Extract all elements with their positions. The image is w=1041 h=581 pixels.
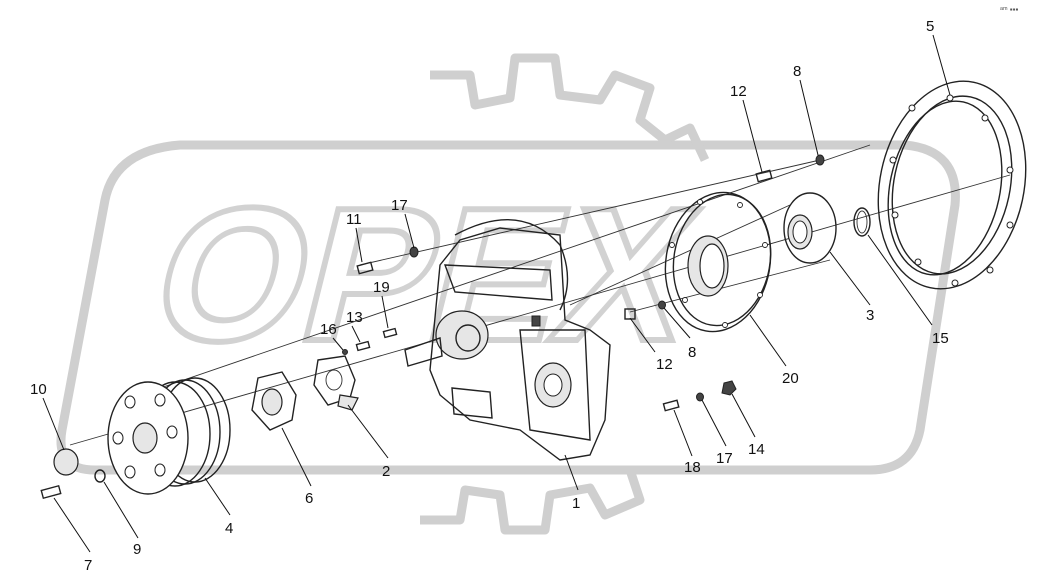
callout-18: 18: [684, 459, 701, 476]
drive-disc-part: [664, 191, 772, 333]
callout-8-mid: 8: [688, 344, 696, 361]
callout-4: 4: [225, 520, 233, 537]
callout-9: 9: [133, 541, 141, 558]
callout-5: 5: [926, 18, 934, 35]
callout-13: 13: [346, 309, 363, 326]
plate-part: [313, 355, 359, 411]
callout-14: 14: [748, 441, 765, 458]
callout-12-top: 12: [730, 83, 747, 100]
callout-2: 2: [382, 463, 390, 480]
callout-6: 6: [305, 490, 313, 507]
svg-text:OPEX: OPEX: [135, 168, 716, 381]
callout-1: 1: [572, 495, 580, 512]
callout-12-mid: 12: [656, 356, 673, 373]
leader-lines: [42, 34, 951, 553]
callout-3: 3: [866, 307, 874, 324]
callout-20: 20: [782, 370, 799, 387]
alignment-lines: [69, 144, 1011, 446]
watermark-logo: OPEX: [56, 53, 960, 535]
callout-labels: 5 8 12 17 11 19 13 16 3 15 20 12 8 14 17…: [30, 5, 1018, 574]
callout-8-top: 8: [793, 63, 801, 80]
callout-7: 7: [84, 557, 92, 574]
corner-mark: ᵃᵐ ▪▪▪: [1000, 5, 1018, 14]
snap-ring-part: [853, 207, 871, 237]
flywheel-housing-part: [877, 80, 1027, 290]
pulley-part: [107, 377, 231, 495]
callout-19: 19: [373, 279, 390, 296]
fasteners: [40, 154, 825, 500]
callout-17-top: 17: [391, 197, 408, 214]
callout-16: 16: [320, 321, 337, 338]
coupling-part: [251, 371, 297, 431]
callout-11: 11: [346, 211, 362, 228]
callout-17-bottom: 17: [716, 450, 733, 467]
gearbox-housing-part: [404, 219, 611, 461]
callout-10: 10: [30, 381, 47, 398]
splined-hub-part: [783, 192, 837, 264]
callout-15: 15: [932, 330, 949, 347]
